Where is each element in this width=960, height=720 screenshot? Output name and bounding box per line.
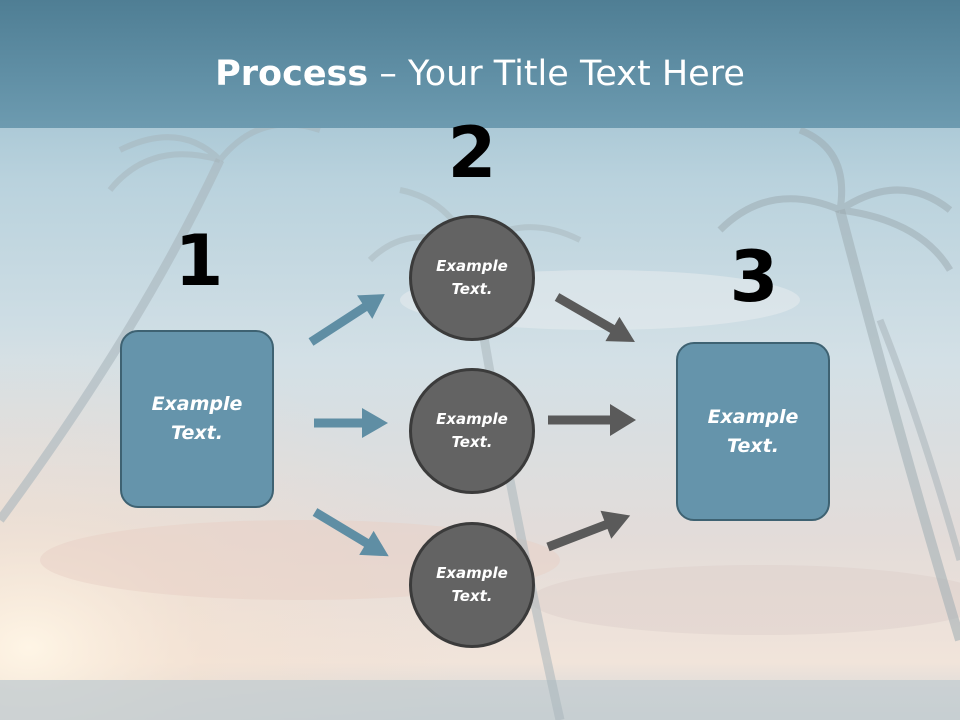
title-rest: – Your Title Text Here	[368, 54, 745, 94]
arrow-up-right-gray	[546, 510, 631, 552]
step2-circle-3-text: Example Text.	[436, 564, 508, 605]
arrow-down-right-blue	[312, 508, 389, 557]
step2-circle-1-text: Example Text.	[436, 257, 508, 298]
palm-trunk	[835, 208, 960, 642]
slide-title: Process – Your Title Text Here	[0, 52, 960, 96]
step2-circle-1[interactable]: Example Text.	[409, 215, 535, 341]
step1-box[interactable]: Example Text.	[120, 330, 274, 508]
step2-circle-2-text: Example Text.	[436, 410, 508, 451]
gray-arrows	[546, 293, 636, 552]
arrow-right-gray	[548, 404, 636, 436]
step-number-3: 3	[729, 236, 779, 318]
title-band	[0, 0, 960, 128]
step-number-1: 1	[174, 220, 224, 302]
step3-box[interactable]: Example Text.	[676, 342, 830, 521]
step2-circle-3[interactable]: Example Text.	[409, 522, 535, 648]
blue-arrows	[308, 294, 389, 557]
palm-fronds	[717, 126, 954, 272]
step-number-2: 2	[447, 112, 497, 194]
arrow-right-blue	[314, 408, 388, 438]
step1-text: Example Text.	[151, 393, 243, 444]
arrow-down-right-gray	[554, 293, 635, 342]
sea	[0, 680, 960, 720]
palm-trunk	[876, 318, 960, 561]
title-bold: Process	[215, 54, 369, 94]
arrow-up-right-blue	[308, 294, 385, 346]
step2-circle-2[interactable]: Example Text.	[409, 368, 535, 494]
cloud	[530, 565, 960, 635]
step3-text: Example Text.	[707, 405, 799, 457]
